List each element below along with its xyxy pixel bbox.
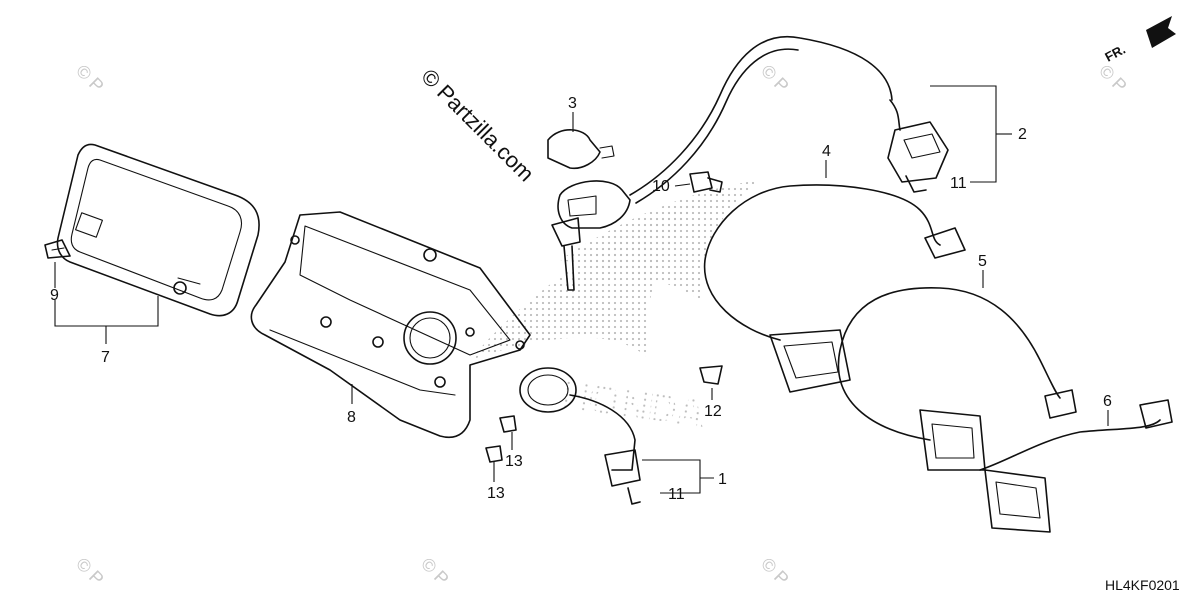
callout-5: 5 bbox=[978, 253, 987, 270]
callout-12: 12 bbox=[704, 403, 722, 420]
callout-9: 9 bbox=[50, 287, 59, 304]
callout-10: 10 bbox=[652, 178, 670, 195]
part-2-connector bbox=[887, 99, 949, 193]
watermark-mark-1: © P bbox=[72, 61, 108, 97]
honda-logo-text: HONDA bbox=[557, 372, 708, 436]
callouts: 3 2 11 10 4 5 6 9 7 8 12 13 13 11 1 bbox=[50, 95, 1112, 503]
part-13-screws bbox=[485, 415, 517, 463]
callout-7: 7 bbox=[101, 349, 110, 366]
watermark-mark-6: © P bbox=[757, 554, 793, 590]
meter-assembly bbox=[56, 143, 260, 317]
watermark-mark-2: © P bbox=[757, 61, 793, 97]
watermark-mark-3: © P bbox=[1095, 61, 1131, 97]
part-10-bolt bbox=[689, 171, 723, 193]
callout-4: 4 bbox=[822, 143, 831, 160]
callout-13-upper: 13 bbox=[505, 453, 523, 470]
part-6-harness bbox=[979, 399, 1173, 533]
callout-6: 6 bbox=[1103, 393, 1112, 410]
honda-wing-logo: HONDA bbox=[470, 180, 760, 436]
callout-11-bottom: 11 bbox=[668, 486, 685, 503]
callout-8: 8 bbox=[347, 409, 356, 426]
watermark-mark-5: © P bbox=[417, 554, 453, 590]
leader-lines bbox=[54, 85, 1109, 494]
diagram-code: HL4KF0201 bbox=[1105, 577, 1180, 593]
watermark-main: © Partzilla.com bbox=[416, 64, 539, 187]
callout-1: 1 bbox=[718, 471, 727, 488]
meter-bracket bbox=[250, 211, 531, 439]
part-1-socket bbox=[519, 367, 641, 505]
callout-3: 3 bbox=[568, 95, 577, 112]
fr-label: FR. bbox=[1102, 42, 1128, 65]
callout-13-lower: 13 bbox=[487, 485, 505, 502]
watermark-mark-4: © P bbox=[72, 554, 108, 590]
callout-2: 2 bbox=[1018, 126, 1027, 143]
part-9-clip bbox=[44, 239, 71, 259]
part-5-harness bbox=[837, 287, 1077, 471]
part-12-clip bbox=[699, 365, 723, 385]
ignition-switch bbox=[547, 35, 893, 291]
fr-arrow-icon: FR. bbox=[1102, 16, 1176, 65]
callout-11-top: 11 bbox=[950, 175, 967, 192]
